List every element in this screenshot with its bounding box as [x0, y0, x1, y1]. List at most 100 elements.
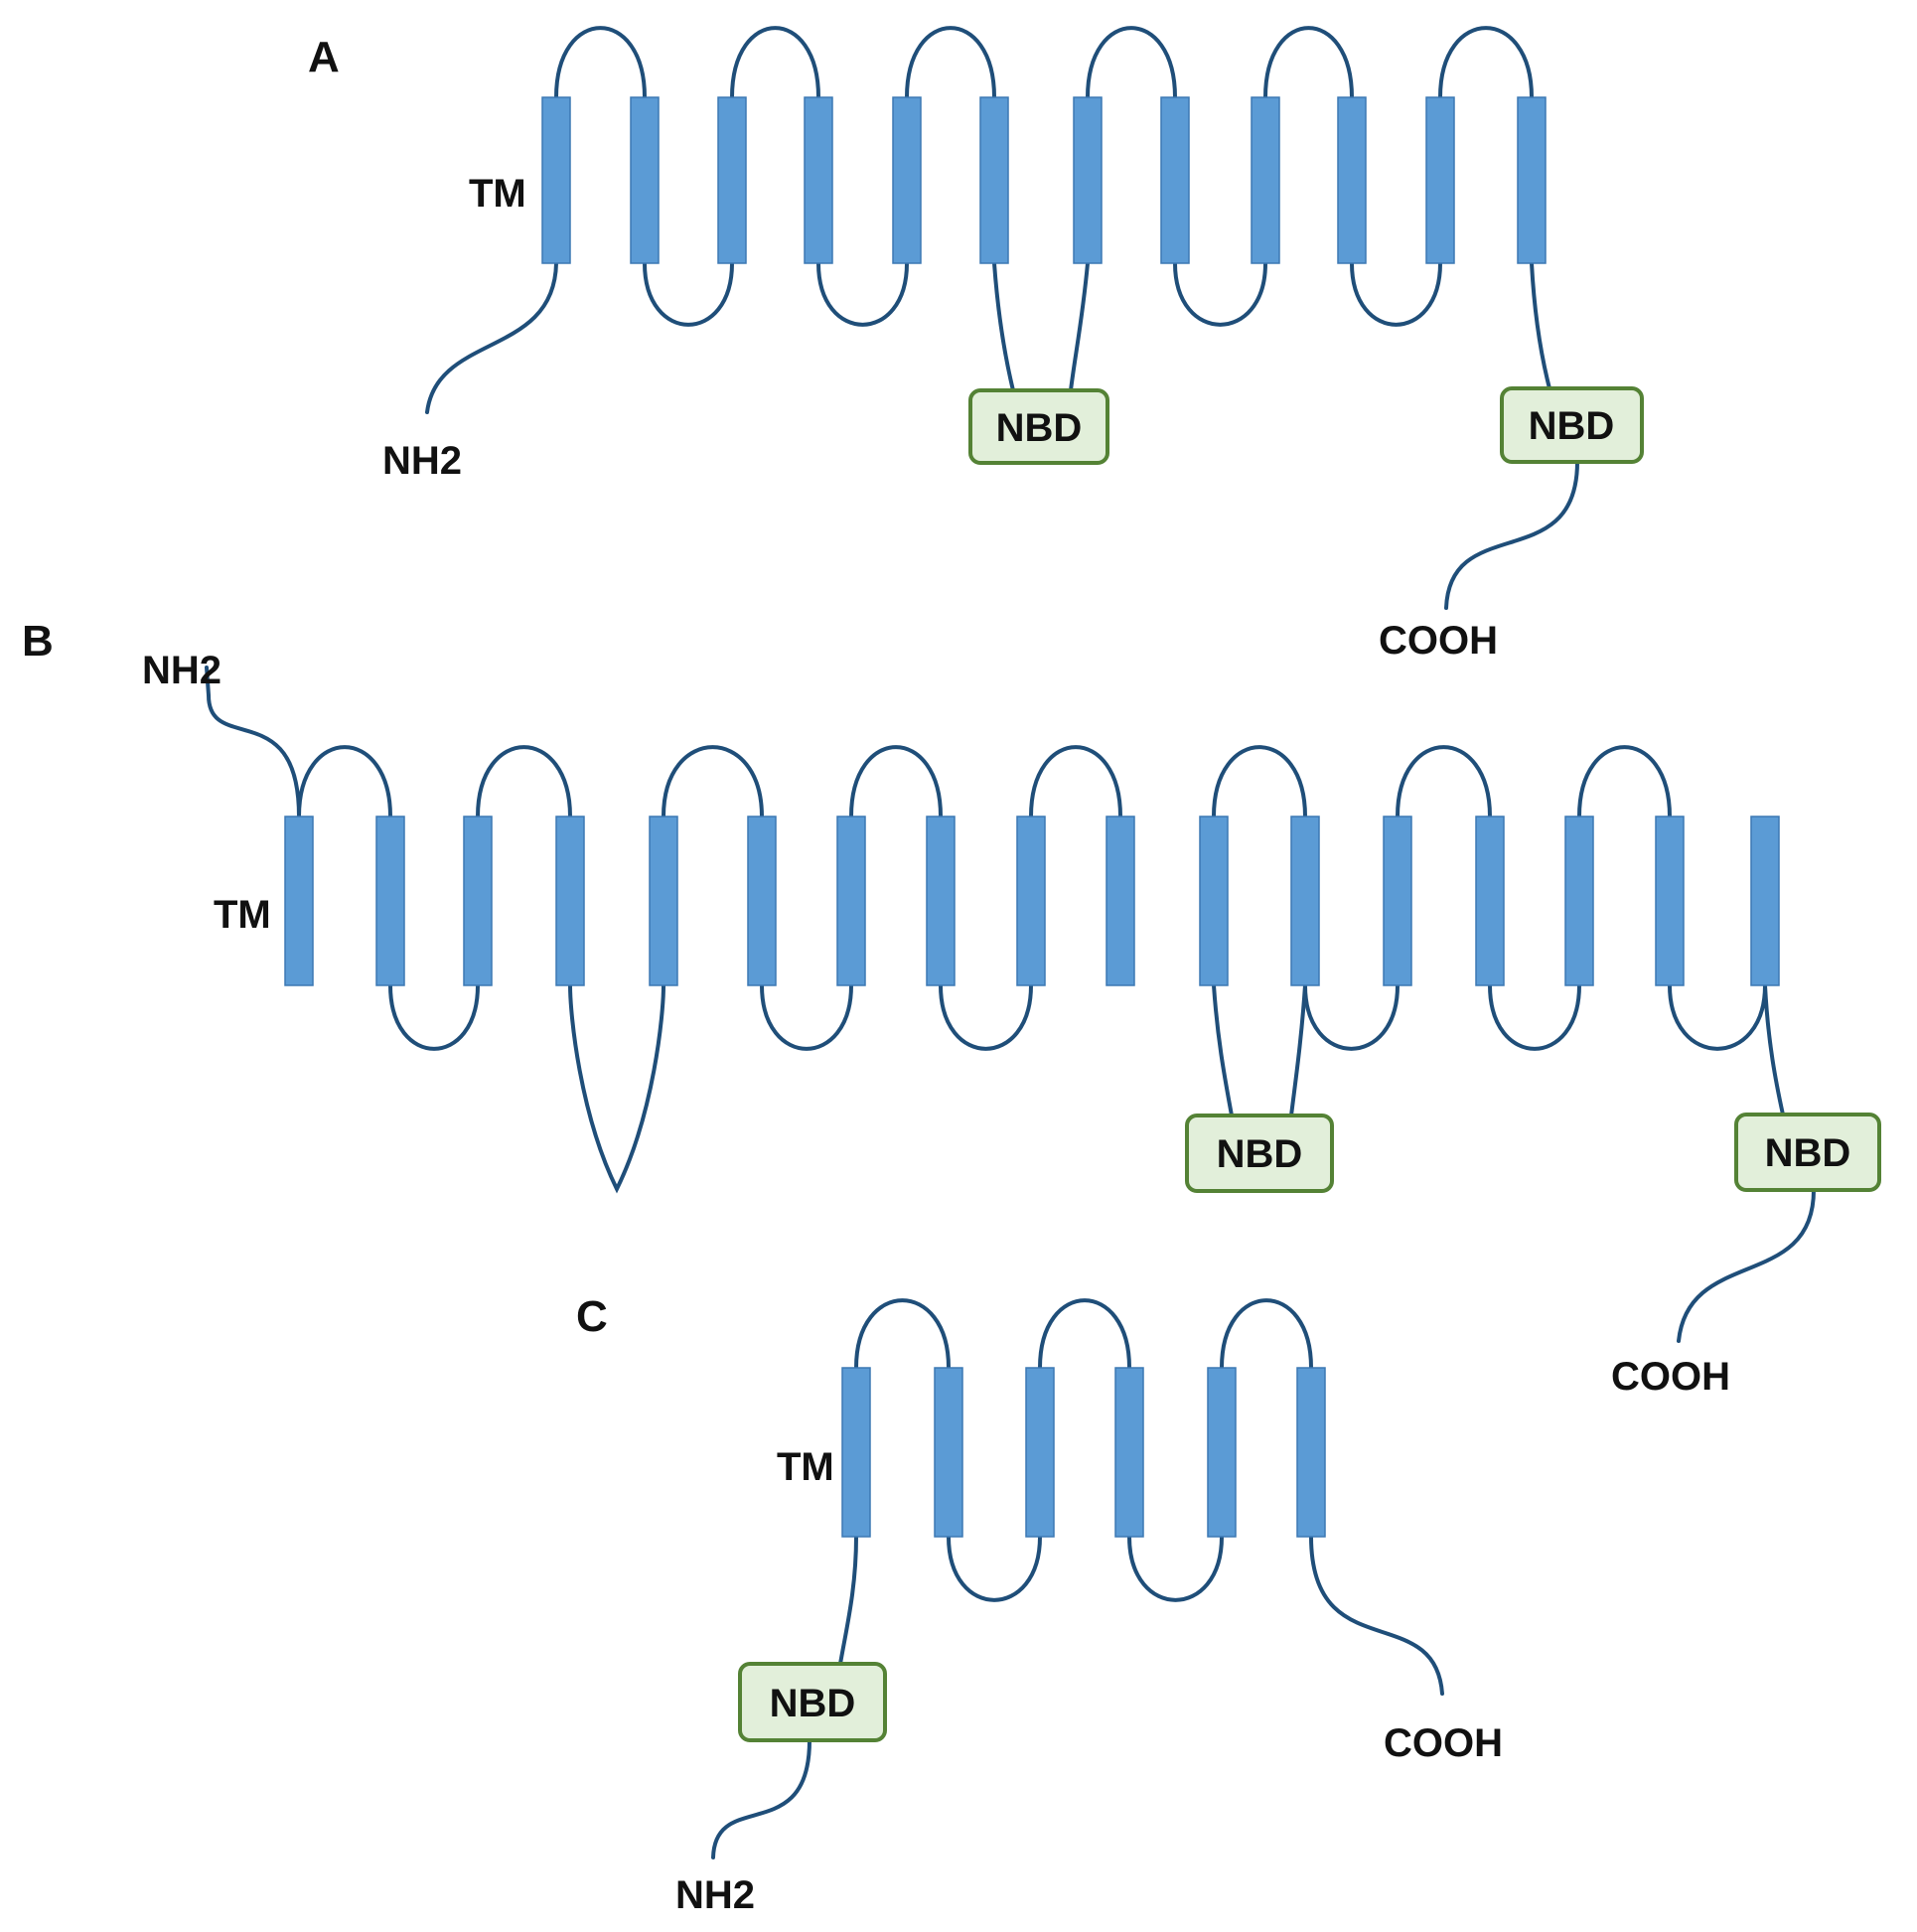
- panel-a-intracellular-loop: [1173, 261, 1267, 327]
- panel-b-extracellular-loop: [1029, 745, 1122, 818]
- panel-c-nbd-1-box: [738, 1662, 887, 1742]
- panel-a-linker: [992, 261, 1015, 392]
- panel-a-tm-segment: [892, 96, 922, 264]
- panel-b-extracellular-loop: [849, 745, 943, 818]
- panel-a-extracellular-loop: [1086, 26, 1177, 99]
- panel-b-linker: [1212, 983, 1234, 1117]
- panel-a-n-terminus: NH2: [382, 439, 462, 483]
- panel-b-tm-segment: [1475, 816, 1505, 986]
- panel-c-tm-segment: [934, 1367, 963, 1538]
- panel-b-extracellular-loop: [662, 745, 764, 818]
- panel-b-tm-segment: [836, 816, 866, 986]
- panel-a-linker: [425, 261, 558, 414]
- panel-b-linker: [1677, 1188, 1816, 1343]
- panel-a-extracellular-loop: [1263, 26, 1354, 99]
- panel-b-n-terminus: NH2: [142, 649, 221, 692]
- panel-a-tm-segment: [1160, 96, 1190, 264]
- panel-b-tm-segment: [1564, 816, 1594, 986]
- panel-b-label: B: [22, 617, 54, 666]
- panel-b-c-terminus: COOH: [1611, 1355, 1730, 1399]
- panel-c-tm-segment: [1207, 1367, 1237, 1538]
- panel-b-nbd-1-box: [1185, 1114, 1334, 1193]
- panel-b-tm-segment: [375, 816, 405, 986]
- panel-a-loops: [425, 26, 1579, 610]
- panel-b-intracellular-loop: [1668, 983, 1767, 1051]
- panel-c-n-terminus: NH2: [675, 1873, 755, 1917]
- panel-a: A TM NBD NBD NH2 COOH: [308, 26, 1644, 663]
- panel-b-tm-segment: [555, 816, 585, 986]
- panel-b-intracellular-loop: [939, 983, 1033, 1051]
- panel-a-extracellular-loop: [554, 26, 647, 99]
- panel-c-label: C: [576, 1292, 608, 1341]
- panel-b-tm-segment: [463, 816, 493, 986]
- panel-b-tm-segment: [1199, 816, 1229, 986]
- panel-b: B TM NBD NBD NH2 COOH: [22, 617, 1881, 1399]
- panel-c-tm-label: TM: [777, 1445, 834, 1489]
- panel-c-linker: [711, 1738, 811, 1859]
- panel-a-tm-segment: [1251, 96, 1280, 264]
- panel-b-extracellular-loop: [1396, 745, 1492, 818]
- panel-a-intracellular-loop: [643, 261, 734, 327]
- panel-b-tm-segment: [1750, 816, 1780, 986]
- panel-a-extracellular-loop: [1438, 26, 1534, 99]
- panel-a-tm-segment: [1425, 96, 1455, 264]
- panel-c-extracellular-loop: [1220, 1298, 1313, 1370]
- panel-a-tm-segment: [979, 96, 1009, 264]
- panel-c-extracellular-loop: [854, 1298, 951, 1370]
- panel-b-linker: [1763, 983, 1785, 1116]
- panel-b-tm-segments: [284, 816, 1780, 986]
- panel-c-linker: [838, 1535, 858, 1666]
- panel-b-extracellular-loop: [1577, 745, 1672, 818]
- panel-b-tm-segment: [284, 816, 314, 986]
- panel-a-tm-label: TM: [469, 172, 526, 216]
- panel-c: C TM NBD NH2 COOH: [576, 1292, 1503, 1917]
- panel-b-tm-segment: [747, 816, 777, 986]
- panel-c-intracellular-loop: [1127, 1535, 1224, 1602]
- panel-b-nbd-2-label: NBD: [1765, 1131, 1851, 1175]
- panel-b-intracellular-loop: [568, 983, 665, 1194]
- panel-b-tm-segment: [1016, 816, 1046, 986]
- panel-b-intracellular-loop: [1303, 983, 1400, 1051]
- panel-b-nbd-2-box: [1734, 1113, 1881, 1192]
- panel-a-intracellular-loop: [1350, 261, 1442, 327]
- panel-b-extracellular-loop: [1212, 745, 1307, 818]
- panel-a-nbd-1-label: NBD: [996, 406, 1083, 450]
- panel-a-c-terminus: COOH: [1379, 619, 1498, 663]
- panel-c-extracellular-loop: [1038, 1298, 1131, 1370]
- panel-b-intracellular-loop: [760, 983, 853, 1051]
- panel-b-tm-segment: [1655, 816, 1685, 986]
- panel-c-tm-segment: [841, 1367, 871, 1538]
- panel-b-tm-segment: [649, 816, 678, 986]
- panel-a-intracellular-loop: [816, 261, 909, 327]
- panel-b-linker: [205, 666, 301, 818]
- panel-a-linker: [1444, 460, 1579, 610]
- panel-b-tm-label: TM: [214, 893, 271, 937]
- panel-b-nbd-2: NBD: [1734, 1113, 1881, 1192]
- panel-c-tm-segment: [1296, 1367, 1326, 1538]
- panel-b-linker: [1289, 983, 1307, 1117]
- panel-a-tm-segments: [541, 96, 1547, 264]
- panel-b-extracellular-loop: [297, 745, 392, 818]
- panel-c-c-terminus: COOH: [1384, 1721, 1503, 1765]
- panel-a-tm-segment: [630, 96, 660, 264]
- panel-a-nbd-1: NBD: [968, 388, 1109, 465]
- panel-a-tm-segment: [1517, 96, 1547, 264]
- panel-a-nbd-2-label: NBD: [1529, 404, 1615, 448]
- panel-c-loops: [711, 1298, 1444, 1859]
- panel-b-intracellular-loop: [388, 983, 480, 1051]
- panel-c-nbd-1: NBD: [738, 1662, 887, 1742]
- panel-b-tm-segment: [1383, 816, 1412, 986]
- panel-b-tm-segment: [926, 816, 956, 986]
- panel-a-extracellular-loop: [905, 26, 996, 99]
- panel-c-tm-segments: [841, 1367, 1326, 1538]
- panel-a-tm-segment: [717, 96, 747, 264]
- panel-a-nbd-2: NBD: [1500, 386, 1644, 464]
- panel-b-nbd-1: NBD: [1185, 1114, 1334, 1193]
- panel-a-nbd-1-box: [968, 388, 1109, 465]
- panel-a-tm-segment: [804, 96, 833, 264]
- panel-b-loops: [205, 666, 1816, 1343]
- panel-c-intracellular-loop: [947, 1535, 1042, 1602]
- panel-a-nbd-2-box: [1500, 386, 1644, 464]
- panel-a-linker: [1069, 261, 1090, 392]
